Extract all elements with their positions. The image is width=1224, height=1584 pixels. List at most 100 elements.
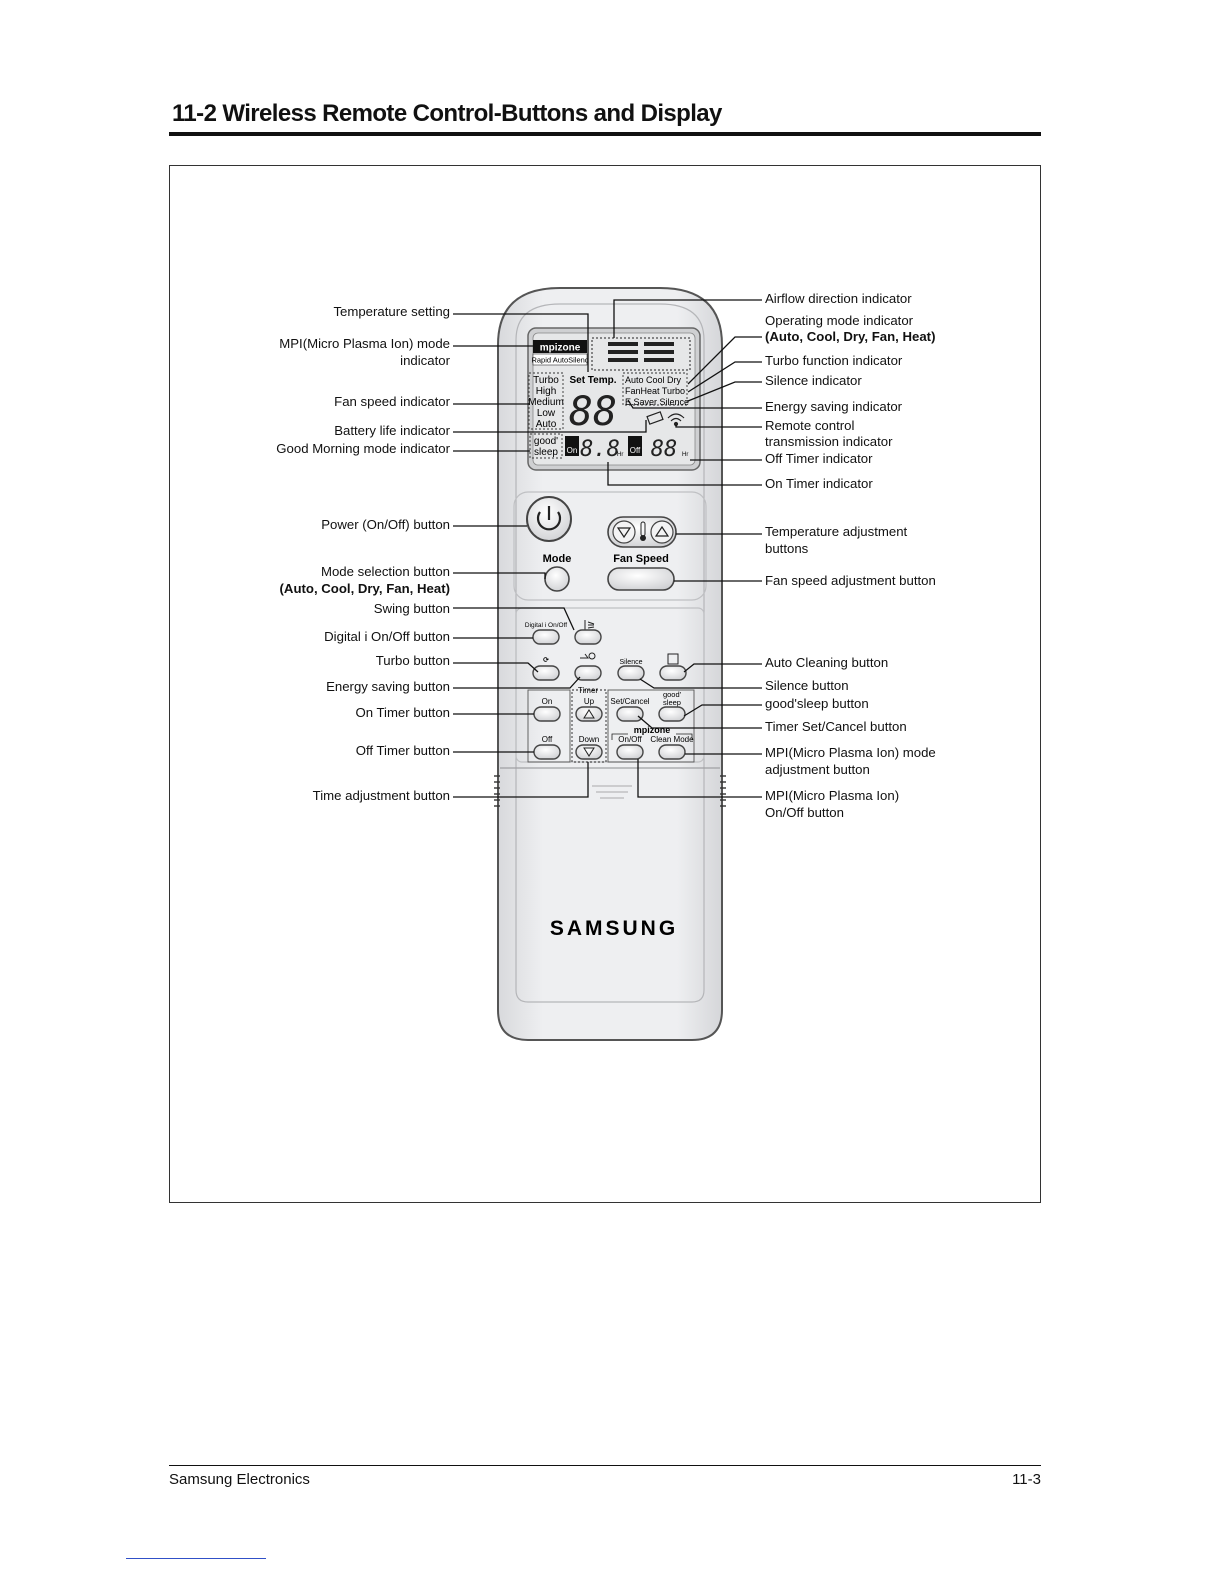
label-turbo-button: Turbo button xyxy=(375,653,450,668)
label-mpi-on-off-1: MPI(Micro Plasma Ion) xyxy=(765,788,900,803)
off-timer-button[interactable] xyxy=(533,744,561,760)
label-mode-selection-modes: (Auto, Cool, Dry, Fan, Heat) xyxy=(279,581,450,596)
on-timer-button[interactable] xyxy=(533,706,561,722)
footer-rule xyxy=(169,1465,1041,1466)
label-mpi-on-off-2: On/Off button xyxy=(765,805,844,820)
label-mpi-mode-adjust-2: adjustment button xyxy=(765,762,870,777)
battery-icon xyxy=(646,411,664,425)
down-label: Down xyxy=(579,735,599,744)
mpi-mode-adjust-button[interactable] xyxy=(658,744,686,760)
fan-speed-button[interactable] xyxy=(607,567,675,591)
mode-list: Auto Cool Dry FanHeat Turbo E.Saver Sile… xyxy=(625,375,689,407)
on-tag-text: On xyxy=(567,446,578,455)
label-off-timer-indicator: Off Timer indicator xyxy=(765,451,873,466)
label-digital-i-button: Digital i On/Off button xyxy=(324,629,450,644)
energy-saving-button[interactable] xyxy=(574,665,602,681)
swing-icon xyxy=(584,620,595,630)
label-swing-button: Swing button xyxy=(373,601,450,616)
temp-up-button[interactable] xyxy=(650,520,674,544)
label-fan-speed-adjust: Fan speed adjustment button xyxy=(765,573,936,588)
fan-speed-auto: Auto xyxy=(536,419,557,430)
thermometer-icon xyxy=(640,521,646,541)
label-good-sleep-button: good'sleep button xyxy=(765,696,869,711)
label-temp-adjust-2: buttons xyxy=(765,541,809,556)
label-remote-transmission-1: Remote control xyxy=(765,418,855,433)
clean-mode-label: Clean Mode xyxy=(650,735,694,744)
lcd-display: mpizone Rapid AutoSilenc Turbo High Medi… xyxy=(527,327,701,471)
label-operating-modes: (Auto, Cool, Dry, Fan, Heat) xyxy=(765,329,936,344)
figure-frame xyxy=(169,165,1041,1203)
footer-page-number: 11-3 xyxy=(1012,1471,1041,1488)
label-mpi-mode-indicator-1: MPI(Micro Plasma Ion) mode xyxy=(279,336,450,351)
label-operating-mode: Operating mode indicator xyxy=(765,313,914,328)
good-sleep-button-label-1: good' xyxy=(663,690,682,699)
swing-button[interactable] xyxy=(574,629,602,645)
mode-button[interactable] xyxy=(544,566,570,592)
fan-speed-label: Fan Speed xyxy=(613,553,669,565)
mpizone-lcd-text: mpizone xyxy=(540,343,581,354)
label-off-timer-button: Off Timer button xyxy=(355,743,450,758)
up-label: Up xyxy=(584,697,595,706)
remote-body xyxy=(494,287,726,1041)
label-remote-transmission-2: transmission indicator xyxy=(765,434,893,449)
triangle-up-small-icon xyxy=(583,709,595,719)
set-temp-label: Set Temp. xyxy=(569,375,616,386)
label-battery-life-indicator: Battery life indicator xyxy=(334,423,450,438)
label-energy-saving-indicator: Energy saving indicator xyxy=(765,399,903,414)
turbo-icon: ⟳ xyxy=(543,657,549,664)
timer-label: Timer xyxy=(578,686,598,695)
label-temperature-setting: Temperature setting xyxy=(333,304,450,319)
silence-button[interactable] xyxy=(617,665,645,681)
footer-publisher: Samsung Electronics xyxy=(169,1471,310,1488)
on-label: On xyxy=(542,697,553,706)
good-sleep-button-label-2: sleep xyxy=(663,698,681,707)
upper-panel: Mode Fan Speed xyxy=(513,491,707,601)
label-on-timer-indicator: On Timer indicator xyxy=(765,476,873,491)
on-timer-hr: Hr xyxy=(617,452,623,458)
turbo-button[interactable] xyxy=(532,665,560,681)
page-title: 11-2 Wireless Remote Control-Buttons and… xyxy=(172,100,722,127)
title-rule xyxy=(169,132,1041,136)
label-silence-button: Silence button xyxy=(765,678,849,693)
mpi-on-off-button[interactable] xyxy=(616,744,644,760)
leader-lines xyxy=(453,299,762,798)
label-silence-indicator: Silence indicator xyxy=(765,373,862,388)
good-sleep-button[interactable] xyxy=(658,706,686,722)
modes-row-1: Auto Cool Dry xyxy=(625,375,682,385)
mode-label: Mode xyxy=(543,553,572,565)
label-on-timer-button: On Timer button xyxy=(355,705,450,720)
on-timer-digits: 8.8 xyxy=(580,437,620,462)
label-timer-set-cancel: Timer Set/Cancel button xyxy=(765,719,907,734)
digital-i-button[interactable] xyxy=(532,629,560,645)
digital-i-label: Digital i On/Off xyxy=(525,622,567,629)
auto-clean-icon xyxy=(667,653,679,665)
timer-set-cancel-button[interactable] xyxy=(616,706,644,722)
label-power-button: Power (On/Off) button xyxy=(321,517,450,532)
power-icon xyxy=(536,506,562,531)
label-turbo-function: Turbo function indicator xyxy=(765,353,903,368)
triangle-down-small-icon xyxy=(583,747,595,757)
label-good-morning-indicator: Good Morning mode indicator xyxy=(276,441,450,456)
silence-label: Silence xyxy=(620,659,643,666)
on-timer-tag xyxy=(565,436,579,456)
fan-speed-high: High xyxy=(536,386,557,397)
fan-speed-turbo: Turbo xyxy=(533,375,559,386)
fan-speed-low: Low xyxy=(537,408,556,419)
off-timer-digits: 88 xyxy=(651,437,678,462)
blue-underline xyxy=(126,1558,266,1559)
label-airflow-direction: Airflow direction indicator xyxy=(765,291,912,306)
mpi-on-off-label: On/Off xyxy=(618,735,642,744)
modes-row-3: E.Saver Silence xyxy=(625,397,689,407)
label-mpi-mode-indicator-2: indicator xyxy=(400,353,450,368)
triangle-up-icon xyxy=(654,525,670,537)
time-up-button[interactable] xyxy=(575,706,603,722)
auto-cleaning-button[interactable] xyxy=(659,665,687,681)
triangle-down-icon xyxy=(616,527,632,539)
fan-speed-medium: Medium xyxy=(528,397,564,408)
temp-down-button[interactable] xyxy=(612,520,636,544)
good-sleep-lcd: good' xyxy=(534,436,558,447)
time-down-button[interactable] xyxy=(575,744,603,760)
label-auto-cleaning: Auto Cleaning button xyxy=(765,655,889,670)
label-energy-saving-button: Energy saving button xyxy=(326,679,450,694)
